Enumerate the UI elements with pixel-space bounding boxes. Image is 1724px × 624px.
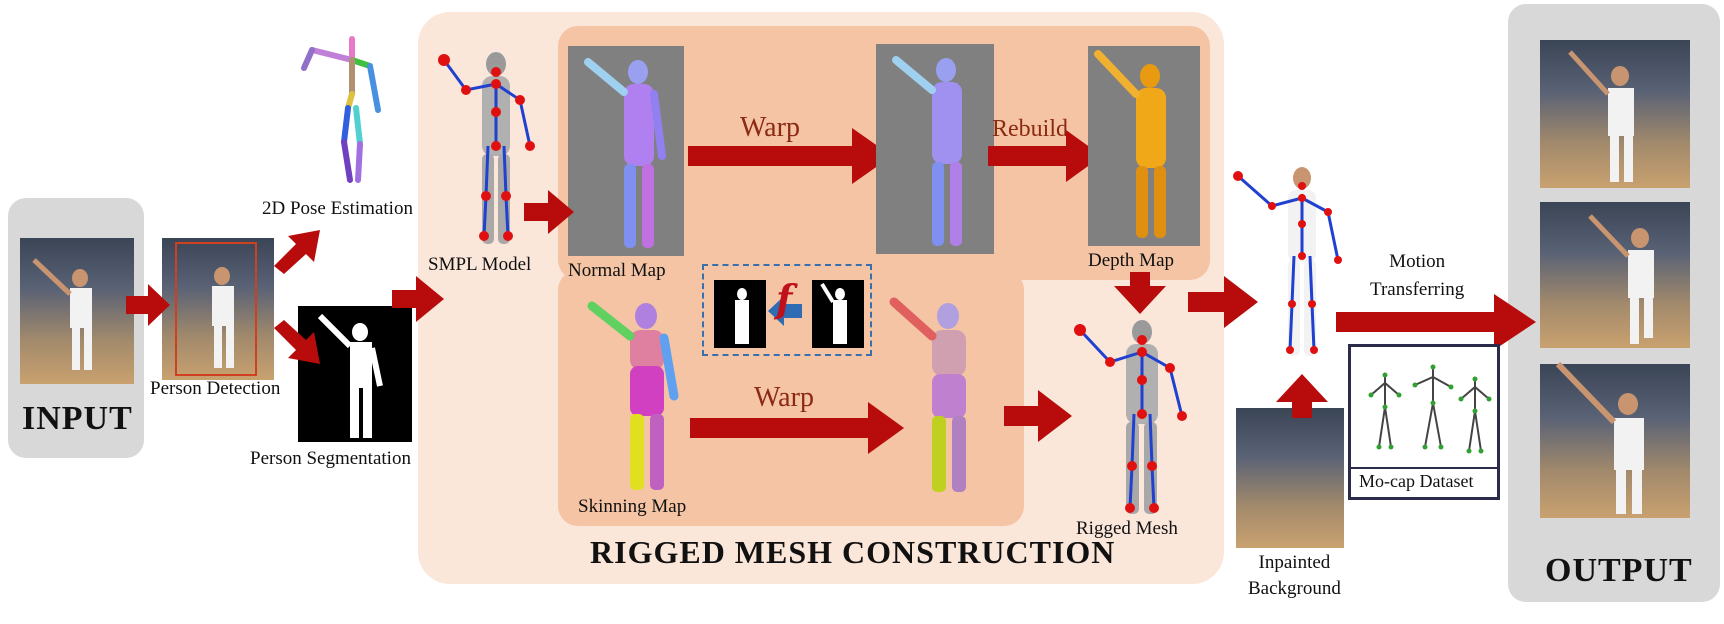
depth-map-image xyxy=(1088,46,1200,246)
warp-top-label: Warp xyxy=(740,112,800,143)
person-detection-photo xyxy=(162,238,274,380)
warp-top-arrow xyxy=(688,128,892,184)
f-symbol: f xyxy=(776,276,793,321)
function-f-box: f xyxy=(702,264,872,356)
rebuild-label: Rebuild xyxy=(992,116,1068,142)
depth-to-rigged-arrow xyxy=(1114,272,1166,314)
mask-input-thumbnail xyxy=(812,280,864,348)
mocap-divider xyxy=(1351,467,1497,469)
inpainted-background-label: Inpainted Background xyxy=(1248,550,1341,602)
player-silhouette-icon xyxy=(1555,361,1644,514)
input-photo xyxy=(20,238,134,384)
rigged-mesh-label: Rigged Mesh xyxy=(1076,518,1178,539)
mask-silhouette-icon xyxy=(820,282,847,344)
rigged-to-character-arrow xyxy=(1188,276,1258,328)
output-photo-3 xyxy=(1540,361,1690,518)
blue-left-arrow xyxy=(768,296,802,326)
segmentation-silhouette-icon xyxy=(317,313,383,438)
construction-title: RIGGED MESH CONSTRUCTION xyxy=(590,534,1116,570)
warped-normal-map-image xyxy=(876,44,994,254)
pose-skeleton-icon xyxy=(301,36,381,183)
rebuild-arrow xyxy=(988,130,1102,182)
smpl-model-label: SMPL Model xyxy=(428,254,532,275)
player-silhouette-icon xyxy=(32,258,92,370)
skinning-map-image xyxy=(587,301,679,490)
depth-body-icon xyxy=(1094,50,1166,238)
pose-estimation-label: 2D Pose Estimation xyxy=(262,198,413,219)
warped-skinning-map-image xyxy=(889,297,966,492)
textured-character-image xyxy=(1233,167,1342,356)
input-to-detection-arrow xyxy=(126,284,170,326)
skinning-to-rigged-arrow xyxy=(1004,390,1072,442)
player-silhouette-icon xyxy=(1568,50,1634,182)
skinning-map-label: Skinning Map xyxy=(578,496,687,517)
detection-bounding-box xyxy=(175,242,257,376)
output-photo-2 xyxy=(1540,202,1690,348)
background-up-arrow xyxy=(1276,374,1328,418)
inpainted-background-photo xyxy=(1236,408,1344,548)
motion-transfer-arrow xyxy=(1336,294,1536,350)
mocap-skeletons-icon xyxy=(1368,364,1492,454)
segmentation-to-smpl-arrow xyxy=(392,276,444,322)
warped-body-icon xyxy=(892,56,962,246)
mask-result-thumbnail xyxy=(714,280,766,348)
player-silhouette-icon xyxy=(1588,214,1654,344)
warp-bottom-label: Warp xyxy=(754,382,814,413)
smpl-model-mesh xyxy=(438,52,535,244)
depth-map-label: Depth Map xyxy=(1088,250,1175,271)
detection-to-segmentation-arrow xyxy=(274,320,320,364)
person-segmentation-mask xyxy=(298,306,412,442)
mocap-dataset-box: Mo-cap Dataset xyxy=(1348,344,1500,500)
output-photo-1 xyxy=(1540,40,1690,188)
mocap-dataset-label: Mo-cap Dataset xyxy=(1359,471,1474,491)
player-silhouette-icon xyxy=(212,267,234,368)
mask-silhouette-icon xyxy=(735,288,749,344)
output-title: OUTPUT xyxy=(1545,552,1693,589)
normal-map-image xyxy=(568,46,684,256)
warp-bottom-arrow xyxy=(690,402,904,454)
normal-map-label: Normal Map xyxy=(568,260,666,281)
motion-transferring-text: Motion Transferring xyxy=(1370,251,1465,300)
motion-transferring-label: Motion Transferring xyxy=(1370,248,1464,304)
rigged-mesh-image xyxy=(1074,320,1187,514)
inpainted-background-text: Inpainted Background xyxy=(1248,552,1341,599)
detection-to-pose-arrow xyxy=(274,230,320,274)
person-detection-label: Person Detection xyxy=(150,378,281,399)
input-title: INPUT xyxy=(22,400,133,437)
person-segmentation-label: Person Segmentation xyxy=(250,448,411,469)
normal-body-icon xyxy=(584,58,666,248)
smpl-to-normal-arrow xyxy=(524,190,574,234)
